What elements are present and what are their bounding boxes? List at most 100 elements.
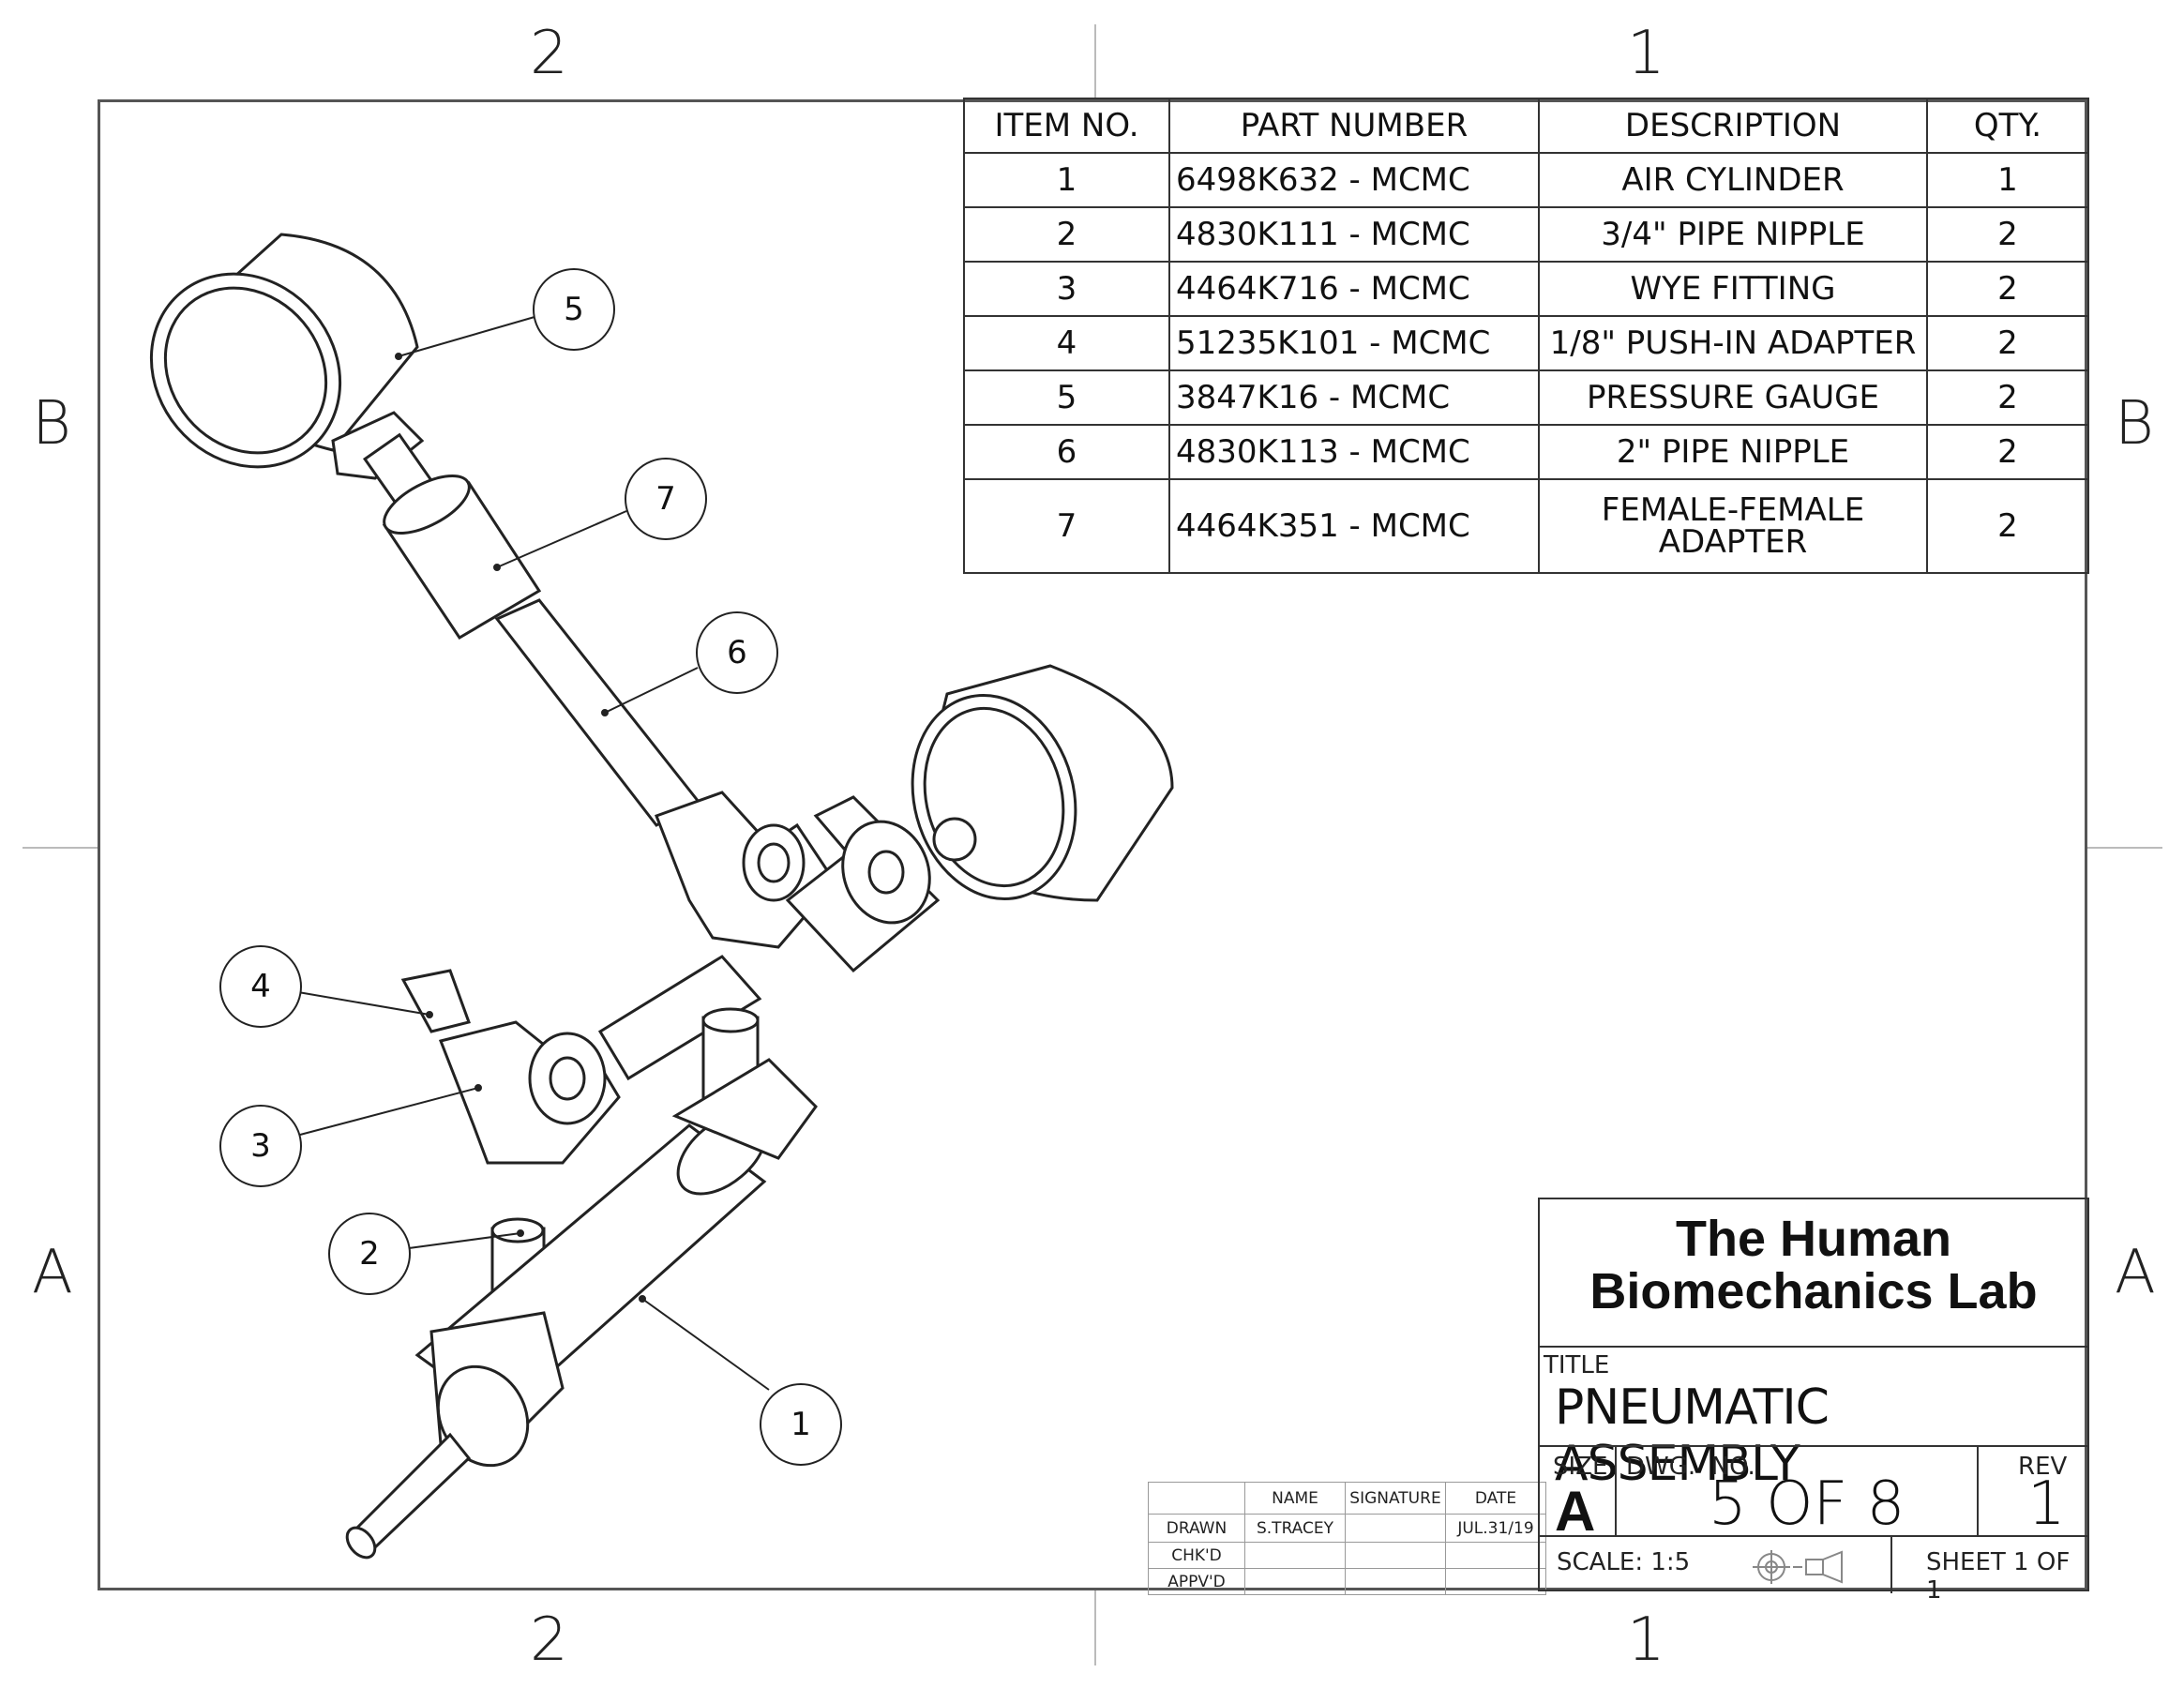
bom-qty: 2 xyxy=(1926,369,2089,426)
bom-row: 3 4464K716 - MCMC WYE FITTING 2 xyxy=(963,261,2089,317)
female-adapter-right xyxy=(785,820,941,973)
drawing-number: 5 OF 8 xyxy=(1709,1469,1905,1539)
divider xyxy=(1540,1346,2087,1348)
bom-qty: 2 xyxy=(1926,315,2089,371)
balloon-1: 1 xyxy=(760,1383,842,1466)
bom-desc: 2" PIPE NIPPLE xyxy=(1538,424,1928,480)
dwg-no-label: DWG. NO. xyxy=(1626,1453,1755,1481)
bom-row: 1 6498K632 - MCMC AIR CYLINDER 1 xyxy=(963,152,2089,208)
bom-item: 1 xyxy=(963,152,1170,208)
sign-row-label: DRAWN xyxy=(1148,1514,1245,1543)
zone-label-left-upper: B xyxy=(32,389,71,459)
scale: SCALE: 1:5 xyxy=(1557,1548,1691,1576)
company-name-line: Biomechanics Lab xyxy=(1589,1263,2038,1319)
pressure-gauge-right xyxy=(911,664,1174,902)
bom-row: 7 4464K351 - MCMC FEMALE-FEMALE ADAPTER … xyxy=(963,478,2089,574)
company-name: The Human Biomechanics Lab xyxy=(1540,1213,2087,1318)
bom-part: 4464K716 - MCMC xyxy=(1168,261,1540,317)
zone-label-top-right: 1 xyxy=(1627,19,1665,88)
sign-row-label: CHK'D xyxy=(1148,1542,1245,1569)
sheet-count: SHEET 1 OF 1 xyxy=(1926,1548,2071,1605)
zone-divider-top xyxy=(1094,24,1096,99)
divider xyxy=(1977,1445,1979,1535)
sign-date xyxy=(1445,1568,1546,1595)
rev-label: REV xyxy=(2018,1453,2068,1481)
sign-header-date: DATE xyxy=(1445,1482,1546,1515)
bom-item: 7 xyxy=(963,478,1170,574)
wye-fitting-lower xyxy=(400,969,621,1165)
bom-qty: 1 xyxy=(1926,152,2089,208)
bom-part: 6498K632 - MCMC xyxy=(1168,152,1540,208)
balloon-5: 5 xyxy=(533,268,615,351)
bom-row: 2 4830K111 - MCMC 3/4" PIPE NIPPLE 2 xyxy=(963,206,2089,263)
divider xyxy=(1615,1445,1617,1535)
sign-date: JUL.31/19 xyxy=(1445,1514,1546,1543)
bom-qty: 2 xyxy=(1926,261,2089,317)
balloon-3: 3 xyxy=(219,1105,302,1187)
bom-header-desc: DESCRIPTION xyxy=(1538,98,1928,154)
zone-divider-left xyxy=(23,847,98,849)
title-label: TITLE xyxy=(1544,1351,1610,1379)
title-block: The Human Biomechanics Lab TITLE PNEUMAT… xyxy=(1538,1198,2089,1605)
zone-label-bottom-left: 2 xyxy=(530,1605,568,1675)
bom-part: 51235K101 - MCMC xyxy=(1168,315,1540,371)
bom-qty: 2 xyxy=(1926,478,2089,574)
bom-desc: WYE FITTING xyxy=(1538,261,1928,317)
projection-symbol-icon xyxy=(1753,1550,1843,1584)
divider xyxy=(1890,1535,1892,1593)
bom-item: 4 xyxy=(963,315,1170,371)
zone-divider-bottom xyxy=(1094,1590,1096,1665)
sign-signature xyxy=(1345,1568,1446,1595)
bom-header-part: PART NUMBER xyxy=(1168,98,1540,154)
sign-row-label: APPV'D xyxy=(1148,1568,1245,1595)
bom-part: 4830K113 - MCMC xyxy=(1168,424,1540,480)
bom-item: 5 xyxy=(963,369,1170,426)
zone-divider-right xyxy=(2087,847,2162,849)
balloon-4: 4 xyxy=(219,945,302,1028)
sign-name xyxy=(1244,1542,1346,1569)
zone-label-bottom-right: 1 xyxy=(1627,1605,1665,1675)
sign-name: S.TRACEY xyxy=(1244,1514,1346,1543)
zone-label-left-lower: A xyxy=(32,1238,73,1307)
pipe-nipple-diagonal xyxy=(597,955,762,1081)
bill-of-materials: ITEM NO. PART NUMBER DESCRIPTION QTY. 1 … xyxy=(963,98,2089,574)
sign-date xyxy=(1445,1542,1546,1569)
bom-item: 2 xyxy=(963,206,1170,263)
air-cylinder xyxy=(345,1058,818,1560)
company-name-line: The Human xyxy=(1675,1211,1952,1267)
bom-header-qty: QTY. xyxy=(1926,98,2089,154)
divider xyxy=(1540,1445,2087,1447)
zone-label-right-lower: A xyxy=(2115,1238,2156,1307)
zone-label-right-upper: B xyxy=(2115,389,2154,459)
sign-signature xyxy=(1345,1542,1446,1569)
bom-qty: 2 xyxy=(1926,424,2089,480)
bom-row: 6 4830K113 - MCMC 2" PIPE NIPPLE 2 xyxy=(963,424,2089,480)
bom-desc: 3/4" PIPE NIPPLE xyxy=(1538,206,1928,263)
balloon-2: 2 xyxy=(328,1213,411,1295)
bom-part: 4464K351 - MCMC xyxy=(1168,478,1540,574)
divider xyxy=(1540,1535,2087,1537)
bom-row: 4 51235K101 - MCMC 1/8" PUSH-IN ADAPTER … xyxy=(963,315,2089,371)
balloon-6: 6 xyxy=(696,611,778,694)
balloon-7: 7 xyxy=(625,458,707,540)
revision: 1 xyxy=(2027,1469,2066,1539)
female-adapter-upper xyxy=(382,475,542,641)
bom-desc: 1/8" PUSH-IN ADAPTER xyxy=(1538,315,1928,371)
sign-signature xyxy=(1345,1514,1446,1543)
bom-row: 5 3847K16 - MCMC PRESSURE GAUGE 2 xyxy=(963,369,2089,426)
bom-qty: 2 xyxy=(1926,206,2089,263)
bom-part: 3847K16 - MCMC xyxy=(1168,369,1540,426)
bom-header-row: ITEM NO. PART NUMBER DESCRIPTION QTY. xyxy=(963,98,2089,154)
bom-desc: FEMALE-FEMALE ADAPTER xyxy=(1538,478,1928,574)
signature-block: NAME SIGNATURE DATE DRAWN S.TRACEY JUL.3… xyxy=(1148,1482,1546,1595)
bom-header-item: ITEM NO. xyxy=(963,98,1170,154)
bom-item: 3 xyxy=(963,261,1170,317)
bom-part: 4830K111 - MCMC xyxy=(1168,206,1540,263)
bom-desc: PRESSURE GAUGE xyxy=(1538,369,1928,426)
pipe-nipple-long xyxy=(494,598,701,827)
bom-desc: AIR CYLINDER xyxy=(1538,152,1928,208)
sign-header-signature: SIGNATURE xyxy=(1345,1482,1446,1515)
bom-desc-line: FEMALE-FEMALE xyxy=(1601,491,1865,529)
pressure-gauge-upper xyxy=(149,233,440,515)
bom-desc-line: ADAPTER xyxy=(1658,523,1808,561)
